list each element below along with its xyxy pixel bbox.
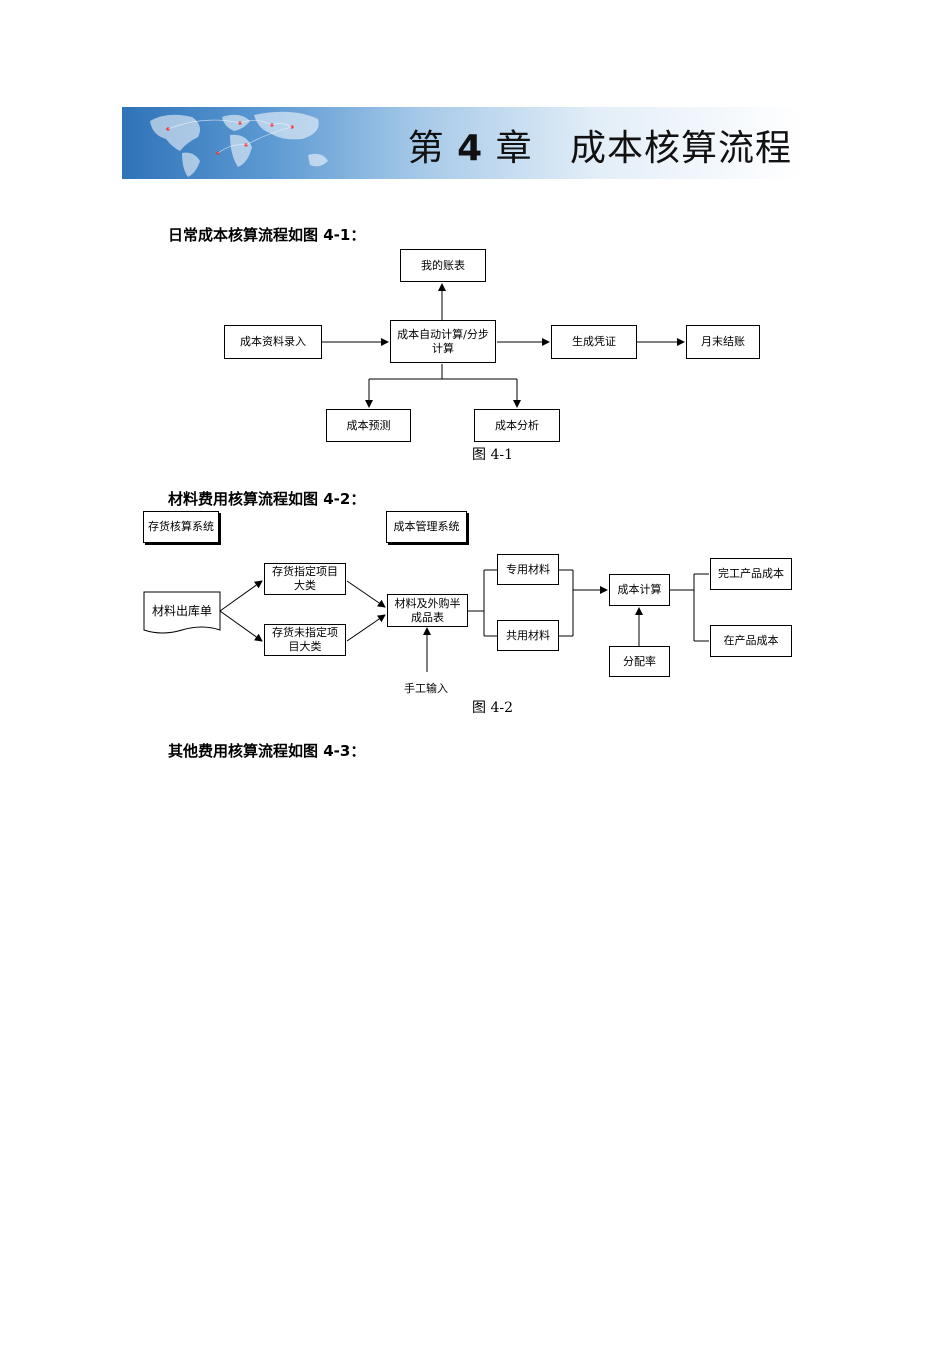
designated-category-box: 存货指定项目大类 (264, 563, 346, 595)
chapter-suffix: 章 (495, 128, 533, 169)
cost-data-entry-box: 成本资料录入 (224, 325, 322, 359)
chapter-number: 4 (457, 128, 484, 169)
figure-4-2-caption: 图 4-2 (472, 700, 513, 716)
materials-table-box: 材料及外购半成品表 (387, 594, 468, 627)
chapter-title: 第 4 章 成本核算流程 (408, 119, 792, 171)
issue-slip-label: 材料出库单 (152, 604, 213, 618)
chapter-name: 成本核算流程 (569, 128, 792, 169)
undesignated-category-box: 存货未指定项目大类 (264, 624, 346, 656)
allocation-rate-box: 分配率 (609, 646, 670, 677)
figure-4-1-caption: 图 4-1 (472, 447, 513, 463)
manual-input-label: 手工输入 (404, 682, 448, 695)
finished-product-cost-box: 完工产品成本 (710, 558, 792, 590)
shared-material-box: 共用材料 (497, 620, 559, 651)
cost-forecast-box: 成本预测 (326, 409, 411, 442)
section-heading-daily: 日常成本核算流程如图 4-1： (168, 226, 366, 244)
inventory-accounting-system-box: 存货核算系统 (143, 511, 219, 543)
section-heading-other: 其他费用核算流程如图 4-3： (168, 742, 366, 760)
world-map-icon (150, 111, 328, 177)
generate-voucher-box: 生成凭证 (551, 325, 637, 359)
cost-management-system-box: 成本管理系统 (386, 511, 467, 543)
my-ledger-box: 我的账表 (400, 249, 486, 282)
cost-calculation-box: 成本计算 (609, 574, 670, 606)
chapter-prefix: 第 (407, 128, 445, 169)
month-end-close-box: 月末结账 (686, 325, 760, 359)
wip-cost-box: 在产品成本 (710, 625, 792, 657)
auto-calc-box: 成本自动计算/分步计算 (390, 320, 496, 363)
chapter-banner: 第 4 章 成本核算流程 (122, 107, 802, 179)
section-heading-material: 材料费用核算流程如图 4-2： (168, 490, 366, 508)
cost-analysis-box: 成本分析 (474, 409, 560, 442)
special-material-box: 专用材料 (497, 554, 559, 585)
